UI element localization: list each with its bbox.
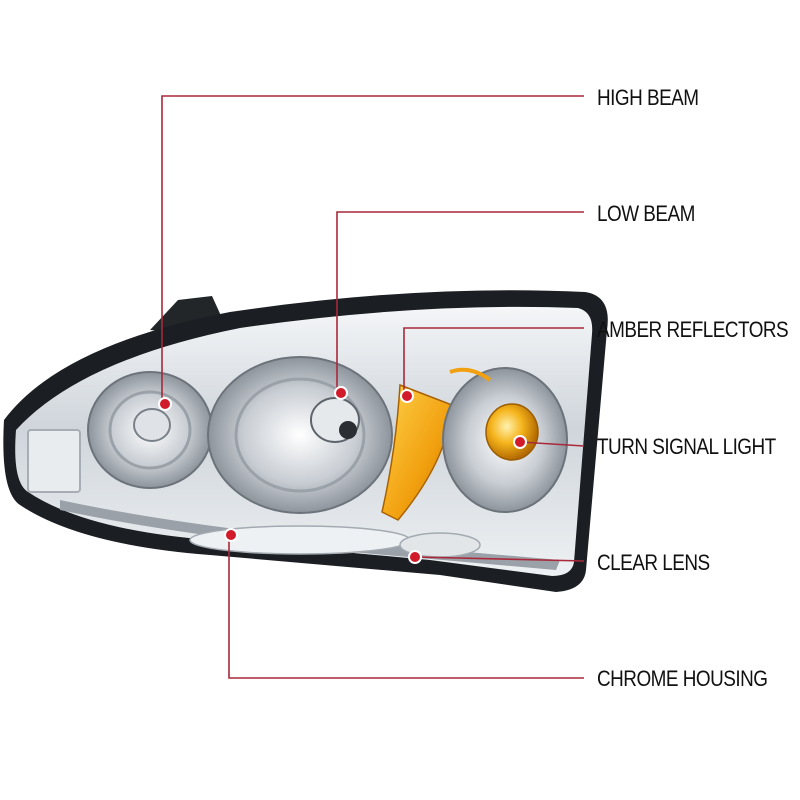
leader-turn-signal: [519, 441, 585, 447]
callout-lines: [161, 95, 585, 679]
callout-dots: [158, 386, 527, 564]
leader-chrome-housing: [228, 535, 584, 679]
leader-clear-lens: [414, 556, 585, 562]
leader-amber-reflectors: [403, 327, 584, 395]
label-turn-signal-light: TURN SIGNAL LIGHT: [597, 434, 776, 459]
dot-low-beam: [334, 386, 348, 400]
label-clear-lens: CLEAR LENS: [597, 550, 710, 575]
label-low-beam: LOW BEAM: [597, 201, 695, 226]
dot-amber-reflectors: [400, 389, 414, 403]
turn-signal-bulb: [485, 403, 539, 461]
label-chrome-housing: CHROME HOUSING: [597, 666, 768, 691]
leader-high-beam: [161, 95, 584, 404]
corner-reflector: [27, 429, 81, 493]
label-amber-reflectors: AMBER REFLECTORS: [597, 317, 789, 342]
label-high-beam: HIGH BEAM: [597, 85, 699, 110]
dot-chrome-housing: [224, 528, 238, 542]
leader-low-beam: [336, 211, 584, 392]
clear-lens-lower: [189, 525, 411, 555]
dot-clear-lens: [408, 550, 422, 564]
dot-turn-signal: [513, 435, 527, 449]
dot-high-beam: [158, 397, 172, 411]
